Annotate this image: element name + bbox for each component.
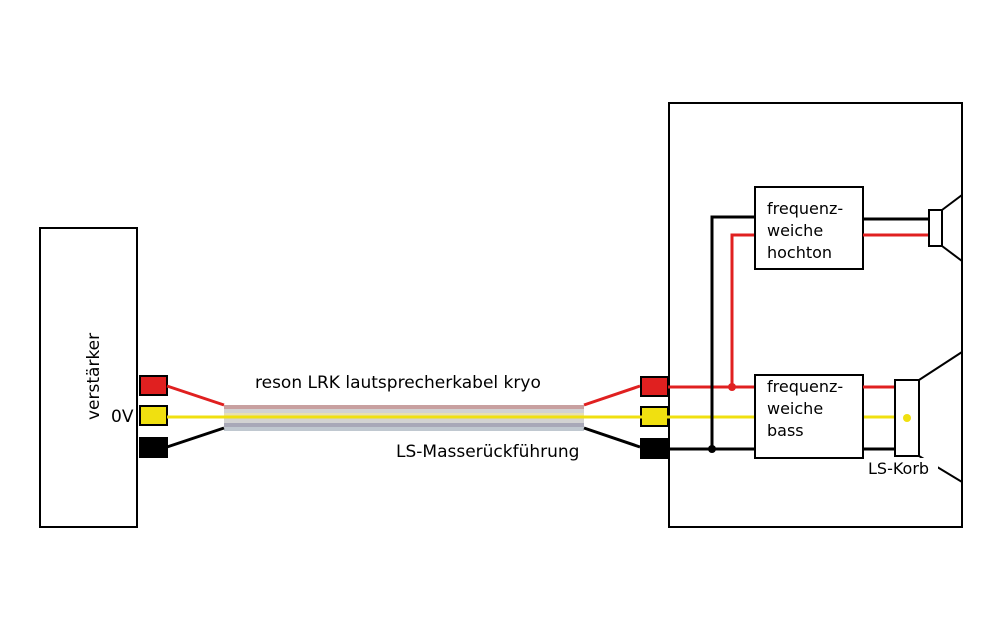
crossover-tweeter-line1: frequenz-: [767, 199, 843, 218]
ground-junction: [708, 445, 716, 453]
amplifier-label: verstärker: [84, 333, 104, 420]
amp-terminal-ground: [139, 437, 168, 458]
crossover-tweeter-box: [754, 186, 864, 270]
ground-to-tweeter-xover: [710, 215, 755, 449]
positive-wire-right: [583, 384, 641, 407]
ground-wire-left: [166, 426, 225, 449]
crossover-tweeter-line2: weiche: [767, 221, 823, 240]
positive-junction: [728, 383, 736, 391]
speaker-basket-label: LS-Korb: [868, 459, 929, 478]
positive-wire-left: [166, 384, 225, 407]
crossover-bass-line3: bass: [767, 421, 804, 440]
zero-volt-basket-dot: [903, 414, 911, 422]
crossover-tweeter-line3: hochton: [767, 243, 832, 262]
ground-return-label: LS-Masserückführung: [396, 442, 579, 462]
crossover-bass-line2: weiche: [767, 399, 823, 418]
ground-wire-right: [583, 426, 641, 449]
amp-terminal-positive: [139, 375, 168, 396]
positive-to-tweeter-xover: [730, 233, 755, 387]
zero-volt-label: 0V: [111, 407, 134, 427]
crossover-bass-line1: frequenz-: [767, 377, 843, 396]
tweeter-speaker-icon: [928, 193, 963, 263]
amp-terminal-zero-volt: [139, 405, 168, 426]
crossover-bass-box: [754, 374, 864, 459]
cable-name-label: reson LRK lautsprecherkabel kryo: [255, 373, 541, 393]
speaker-cabinet: [668, 102, 963, 528]
speaker-terminal-ground: [640, 438, 669, 459]
amplifier-box: [39, 227, 138, 528]
speaker-terminal-positive: [640, 376, 669, 397]
